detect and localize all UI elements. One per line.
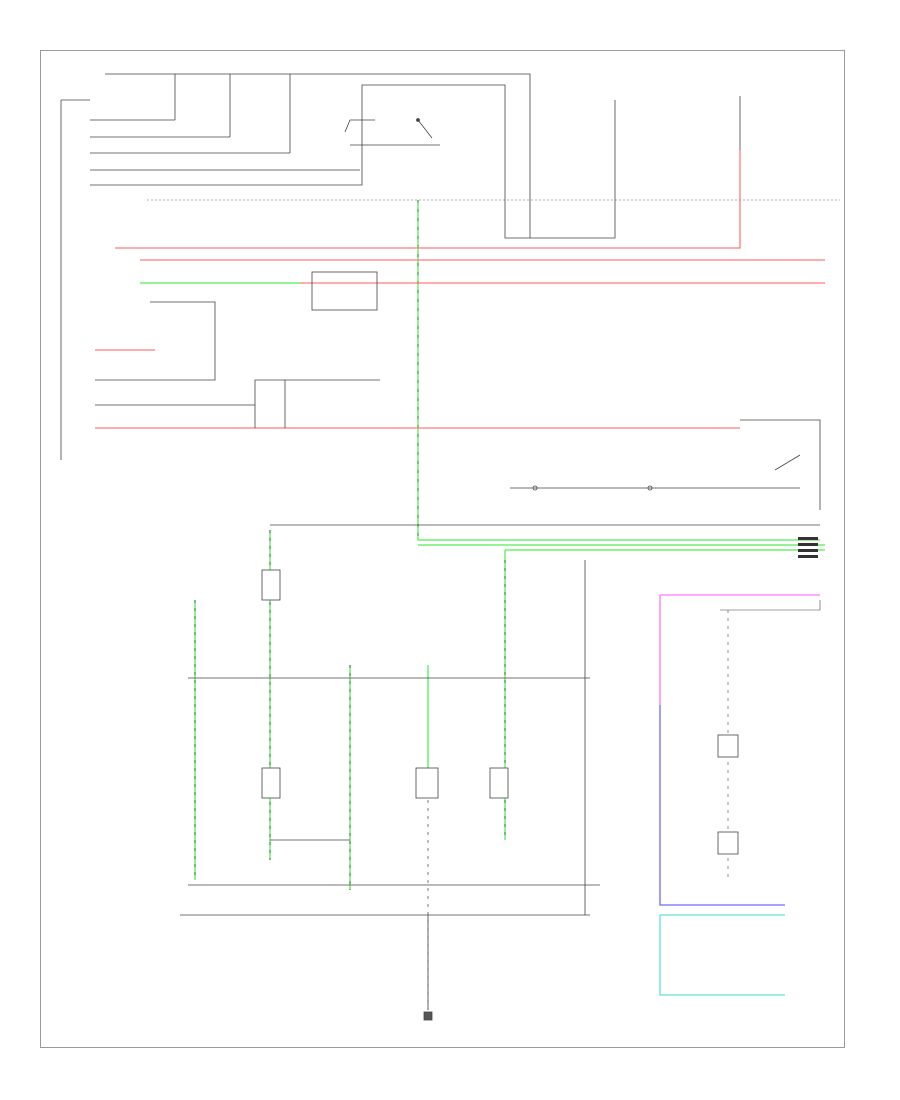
main-relay	[344, 118, 440, 146]
ground-symbol	[423, 1011, 433, 1021]
switch-boxes	[261, 569, 509, 799]
wire-markers	[194, 530, 506, 1010]
right-edge-connectors	[798, 537, 818, 558]
lower-right-wires	[659, 594, 821, 996]
red-wires	[95, 150, 825, 429]
lower-right-components	[717, 734, 739, 855]
top-power-bus	[60, 73, 840, 460]
control-module	[95, 271, 380, 428]
green-trunk	[417, 200, 820, 541]
diagram-frame	[40, 50, 845, 1048]
right-switch-circuit	[510, 419, 821, 510]
green-wires	[140, 282, 825, 890]
lower-bus	[180, 524, 820, 1010]
